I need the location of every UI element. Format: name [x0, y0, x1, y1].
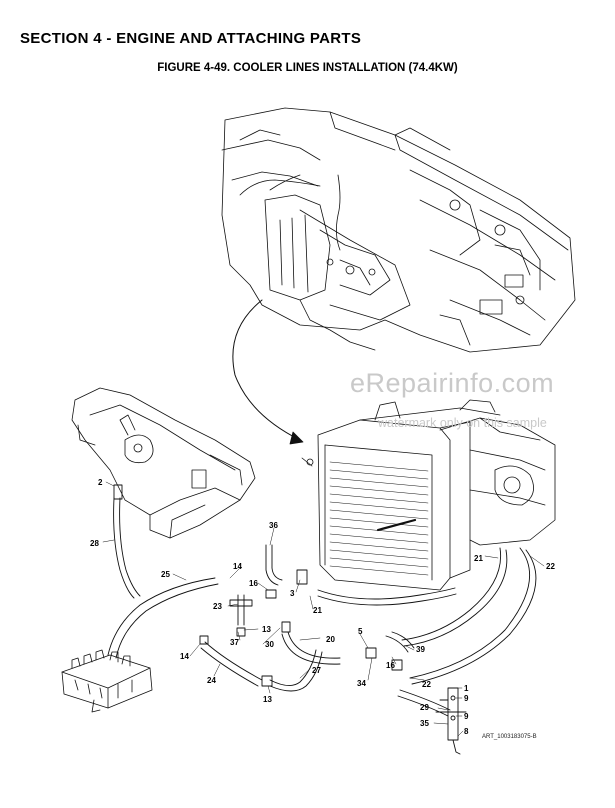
callout-16: 16	[386, 661, 395, 670]
callout-25: 25	[161, 570, 170, 579]
callout-22: 22	[546, 562, 555, 571]
detail-arrow	[232, 299, 301, 441]
section-title: SECTION 4 - ENGINE AND ATTACHING PARTS	[20, 30, 362, 47]
callout-28: 28	[90, 539, 99, 548]
callout-35: 35	[420, 719, 429, 728]
figure-title: FIGURE 4-49. COOLER LINES INSTALLATION (…	[157, 62, 458, 74]
watermark-main: eRepairinfo.com	[350, 368, 555, 398]
callout-1: 1	[464, 684, 469, 693]
callout-9: 9	[464, 712, 469, 721]
callout-16: 16	[249, 579, 258, 588]
callout-27: 27	[312, 666, 321, 675]
callout-23: 23	[213, 602, 222, 611]
callout-24: 24	[207, 676, 216, 685]
callout-39: 39	[416, 645, 425, 654]
machine-frame-drawing	[221, 107, 576, 353]
callout-21: 21	[474, 554, 483, 563]
art-number: ART_1003183075-B	[482, 734, 537, 740]
callout-5: 5	[358, 627, 363, 636]
callout-34: 34	[357, 679, 366, 688]
callout-3: 3	[290, 589, 295, 598]
hydraulic-tank-drawing	[71, 387, 256, 539]
callout-13: 13	[263, 695, 272, 704]
callout-30: 30	[265, 640, 274, 649]
callout-8: 8	[464, 727, 469, 736]
callout-labels: 2 28 25 14 16 3 36 23 13 37 30 21 20 5 1…	[90, 478, 555, 736]
callout-13: 13	[262, 625, 271, 634]
callout-29: 29	[420, 703, 429, 712]
control-valve-drawing	[61, 649, 153, 713]
hose-lines	[107, 484, 537, 755]
callout-36: 36	[269, 521, 278, 530]
watermark-sub: watermark only on this sample	[378, 416, 547, 430]
callout-14: 14	[233, 562, 242, 571]
callout-22: 22	[422, 680, 431, 689]
callout-21: 21	[313, 606, 322, 615]
callout-2: 2	[98, 478, 103, 487]
callout-37: 37	[230, 638, 239, 647]
callout-20: 20	[326, 635, 335, 644]
callout-14: 14	[180, 652, 189, 661]
callout-9: 9	[464, 694, 469, 703]
radiator-drawing	[301, 399, 556, 591]
